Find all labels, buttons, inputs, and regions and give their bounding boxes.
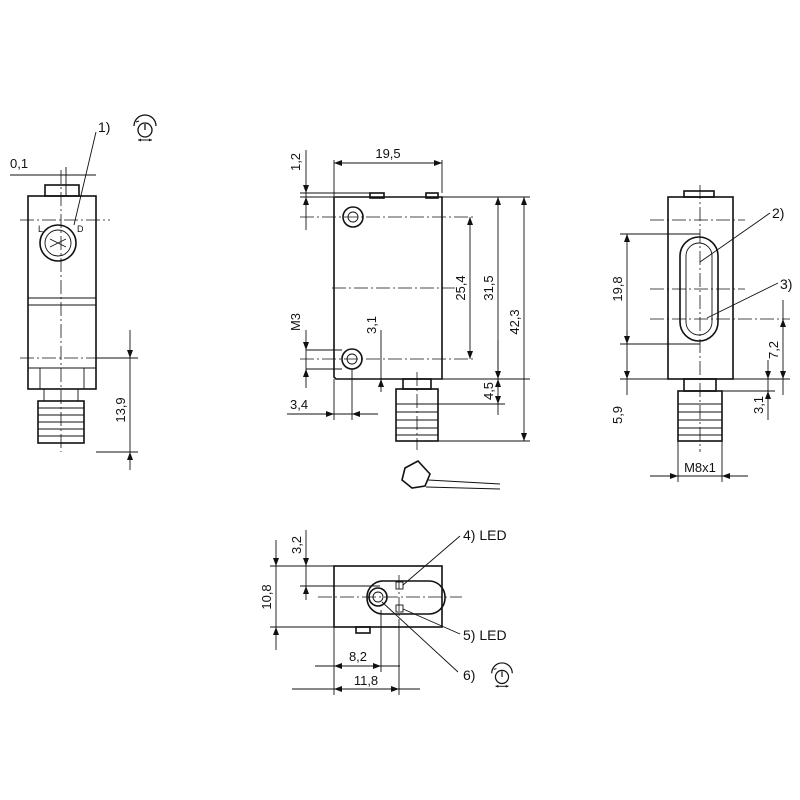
dim-5-9-label: 5,9 bbox=[610, 406, 625, 424]
dim-42-3-label: 42,3 bbox=[507, 309, 522, 334]
potentiometer-inner bbox=[44, 229, 72, 257]
bottom-view-slot bbox=[366, 580, 446, 615]
front-view-body bbox=[333, 196, 443, 380]
front-top-nub-a bbox=[369, 192, 385, 199]
bottom-view-body bbox=[333, 565, 443, 628]
dim-19-8-label: 19,8 bbox=[610, 276, 625, 301]
dim-31-5-label: 31,5 bbox=[481, 275, 496, 300]
dim-1-2-label: 1,2 bbox=[288, 153, 303, 171]
dim-3-1-front-label: 3,1 bbox=[364, 316, 379, 334]
dim-3-2-label: 3,2 bbox=[289, 536, 304, 554]
callout-6-label: 6) bbox=[463, 667, 475, 683]
dim-3-1-side-label: 3,1 bbox=[751, 396, 766, 414]
led-5 bbox=[395, 604, 404, 613]
potentiometer-rotate-icon bbox=[133, 114, 157, 143]
callout-4-label: 4) LED bbox=[463, 527, 507, 543]
dim-8-2-label: 8,2 bbox=[349, 649, 367, 664]
dim-25-4-label: 25,4 bbox=[453, 275, 468, 300]
left-view-top-cap bbox=[44, 184, 80, 197]
callout-5-label: 5) LED bbox=[463, 627, 507, 643]
callout-3-label: 3) bbox=[780, 276, 792, 292]
svg-text:L: L bbox=[38, 224, 43, 234]
dim-m3-label: M3 bbox=[288, 313, 303, 331]
dim-4-5-label: 4,5 bbox=[481, 382, 496, 400]
callout-2-label: 2) bbox=[772, 205, 784, 221]
angled-cable-plug bbox=[401, 460, 431, 489]
callout-1-label: 1) bbox=[98, 119, 110, 135]
dim-11-8-label: 11,8 bbox=[354, 673, 378, 688]
dim-0-1-label: 0,1 bbox=[10, 156, 28, 171]
dim-10-8-label: 10,8 bbox=[259, 584, 274, 609]
right-connector bbox=[677, 390, 723, 442]
front-view: 19,5 1,2 M3 3,1 25,4 31,5 42,3 bbox=[287, 146, 530, 490]
svg-text:D: D bbox=[77, 224, 84, 234]
bottom-view: 4) LED 5) LED 6) 3,2 10,8 8,2 11,8 bbox=[259, 527, 513, 695]
dim-m8x1-label: M8x1 bbox=[684, 460, 716, 475]
right-view-body bbox=[667, 196, 734, 380]
right-side-view: 2) 3) 19,8 7,2 5,9 3,1 M8x1 bbox=[610, 185, 792, 482]
left-side-view: L D 0,1 13,9 1) bbox=[10, 114, 157, 470]
dim-19-5-label: 19,5 bbox=[375, 146, 400, 161]
dim-13-9-label: 13,9 bbox=[113, 397, 128, 422]
front-top-nub-b bbox=[425, 192, 439, 199]
led-4 bbox=[395, 581, 404, 590]
dim-7-2-label: 7,2 bbox=[766, 341, 781, 359]
potentiometer-outer bbox=[39, 224, 77, 262]
dim-3-4-label: 3,4 bbox=[290, 397, 308, 412]
potentiometer-rotate-icon bbox=[491, 662, 513, 689]
